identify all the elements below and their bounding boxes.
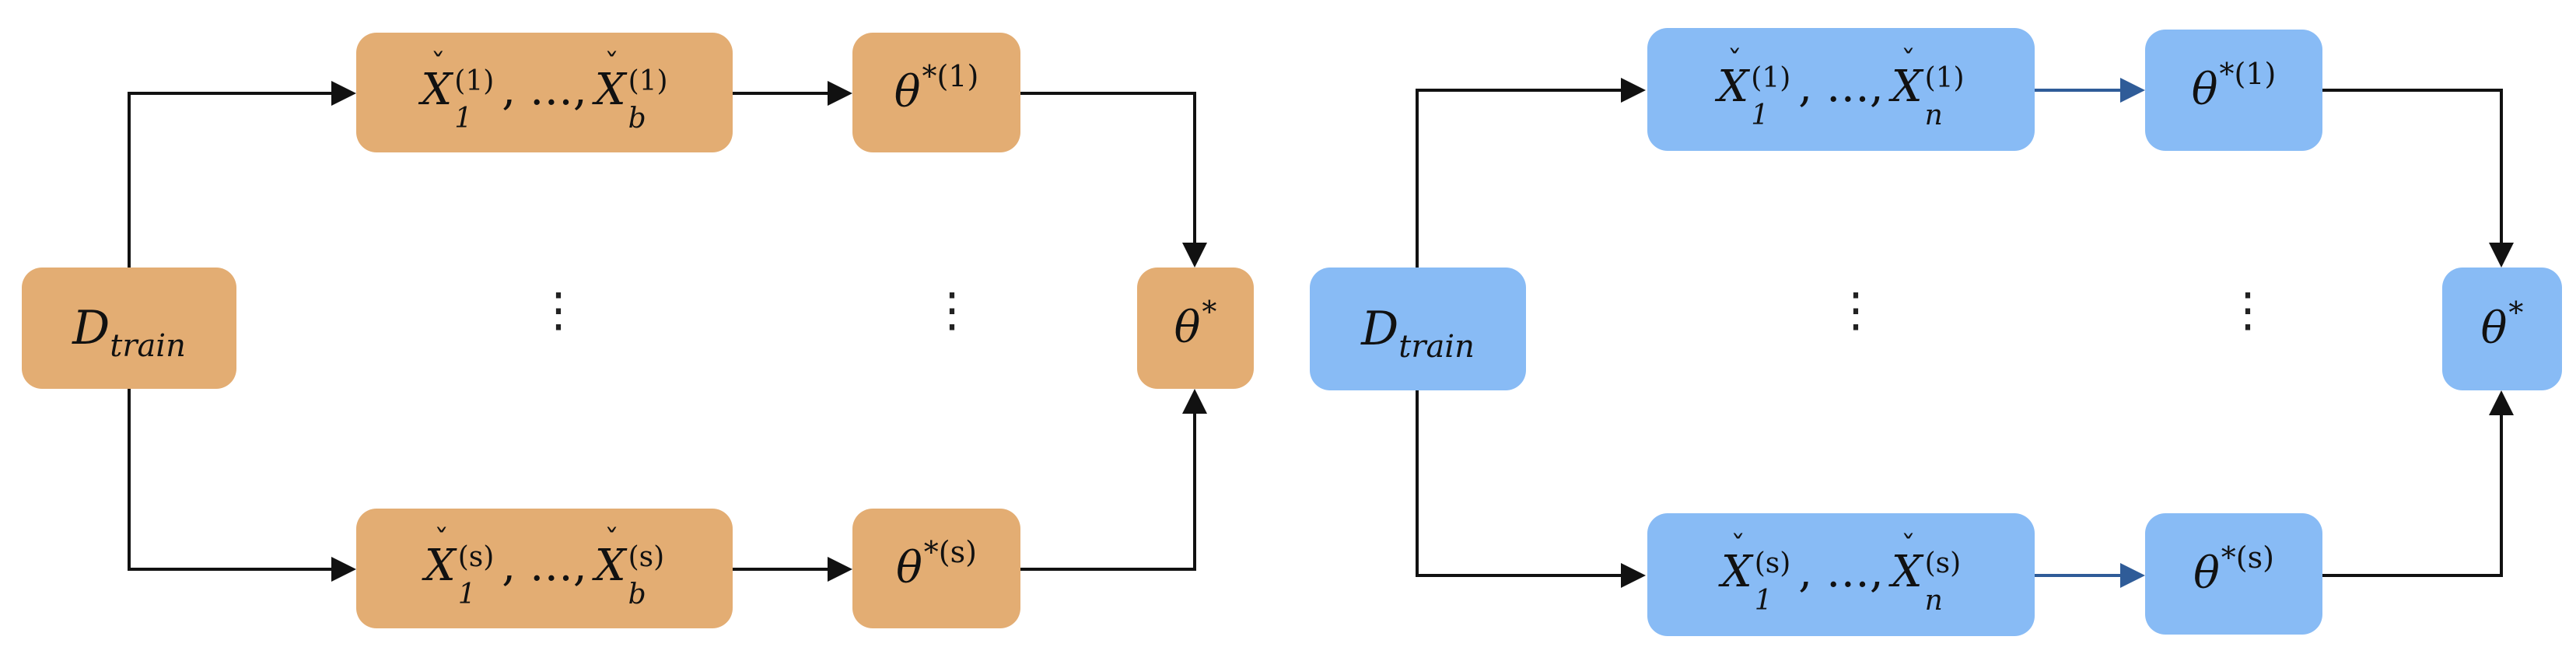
left-bottom-sub-1: 1 [457, 579, 476, 610]
left-bottom-sup-1: (s) [457, 541, 495, 573]
left-arrowhead-5 [1182, 243, 1207, 268]
left-top-sub-2: b [628, 103, 646, 135]
left-edge-theta-bottom-to-final [1020, 398, 1196, 571]
right-theta-bottom-sym: θ [2193, 548, 2220, 599]
right-theta-bottom-node: θ*(s) [2145, 513, 2322, 635]
left-bottom-x1: X [424, 540, 456, 591]
right-edge-source-to-bottom [1416, 390, 1636, 577]
left-theta-bottom-sup: *(s) [923, 535, 977, 569]
left-arrowhead-2 [331, 557, 356, 582]
right-theta-final-node: θ* [2442, 268, 2562, 390]
right-top-sub-1: 1 [1751, 100, 1769, 131]
right-edge-theta-bottom-to-final [2322, 398, 2503, 577]
left-arrowhead-3 [828, 81, 852, 106]
right-edge-theta-top-to-final [2322, 89, 2503, 260]
left-theta-final-node: θ* [1137, 268, 1254, 389]
right-arrowhead-4 [2120, 563, 2145, 588]
left-arrowhead-6 [1182, 389, 1207, 414]
left-theta-top-sup: *(1) [922, 59, 979, 93]
right-bottom-x1: X [1720, 546, 1752, 597]
right-theta-top-sup: *(1) [2219, 57, 2277, 91]
left-bottom-sup-2: (s) [628, 541, 665, 573]
right-arrowhead-5 [2489, 243, 2514, 268]
left-top-x1: X [421, 64, 453, 115]
left-theta-top-sym: θ [894, 67, 921, 117]
right-bottom-sup-2: (s) [1924, 547, 1962, 579]
right-top-sup-1: (1) [1751, 62, 1791, 94]
left-top-sup-1: (1) [454, 65, 495, 97]
left-bottom-x2: X [594, 540, 626, 591]
right-arrowhead-6 [2489, 390, 2514, 415]
left-top-sub-1: 1 [454, 103, 473, 135]
right-source-sub: train [1398, 329, 1475, 365]
right-top-x2: X [1891, 61, 1923, 112]
right-source-var: D [1361, 302, 1399, 356]
left-bottom-sub-2: b [628, 579, 646, 610]
left-arrowhead-1 [331, 81, 356, 106]
right-top-sub-2: n [1924, 100, 1943, 131]
right-edge-source-to-top [1416, 89, 1636, 268]
left-theta-bottom-sym: θ [896, 543, 922, 593]
right-bottom-sub-1: 1 [1754, 585, 1773, 617]
right-theta-final-sup: * [2508, 296, 2524, 330]
left-theta-top-node: θ*(1) [852, 33, 1020, 152]
right-bottom-sup-1: (s) [1754, 547, 1791, 579]
left-theta-bottom-node: θ*(s) [852, 509, 1020, 628]
left-top-sup-2: (1) [628, 65, 668, 97]
left-arrowhead-4 [828, 557, 852, 582]
right-top-x1: X [1717, 61, 1749, 112]
left-vertical-dots-samples: ⋮ [535, 283, 582, 337]
right-bottom-ellipsis: … [1825, 546, 1870, 597]
left-source-sub: train [110, 328, 186, 364]
right-vertical-dots-samples: ⋮ [1832, 283, 1879, 337]
right-vertical-dots-theta: ⋮ [2224, 283, 2271, 337]
right-bottom-sub-2: n [1924, 585, 1943, 617]
left-edge-source-to-top [128, 92, 352, 268]
right-theta-top-sym: θ [2191, 65, 2218, 115]
right-bottom-x2: X [1891, 546, 1923, 597]
left-vertical-dots-theta: ⋮ [929, 283, 975, 337]
right-arrowhead-1 [1621, 78, 1646, 103]
left-top-ellipsis: … [529, 64, 573, 115]
right-theta-final-sym: θ [2480, 303, 2508, 354]
left-edge-source-to-bottom [128, 389, 352, 571]
left-theta-final-sym: θ [1174, 303, 1201, 353]
left-top-x2: X [594, 64, 626, 115]
left-source-var: D [72, 301, 110, 355]
right-arrowhead-3 [2120, 78, 2145, 103]
left-edge-theta-top-to-final [1020, 92, 1196, 260]
left-bottom-ellipsis: … [529, 540, 573, 591]
right-theta-top-node: θ*(1) [2145, 30, 2322, 151]
right-arrowhead-2 [1621, 563, 1646, 588]
left-theta-final-sup: * [1202, 295, 1217, 329]
right-theta-bottom-sup: *(s) [2221, 540, 2274, 575]
right-top-sup-2: (1) [1924, 62, 1965, 94]
right-top-ellipsis: … [1825, 61, 1870, 112]
